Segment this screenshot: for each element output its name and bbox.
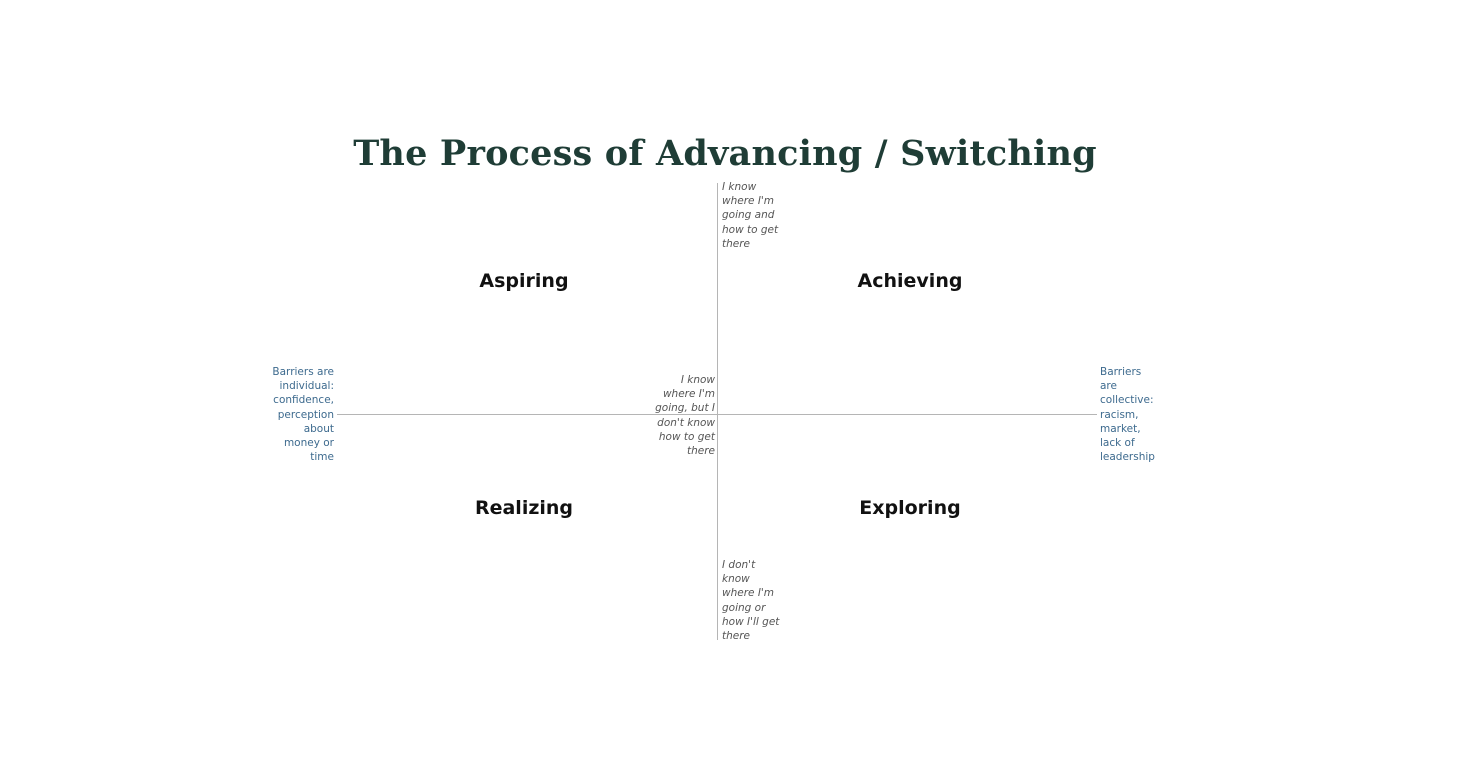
diagram-title: The Process of Advancing / Switching <box>353 133 1097 174</box>
quadrant-label-achieving: Achieving <box>857 270 963 292</box>
vertical-axis <box>717 183 718 640</box>
barrier-note-left: Barriers are individual: confidence, per… <box>272 366 334 464</box>
quadrant-label-realizing: Realizing <box>474 497 574 519</box>
axis-note-top: I know where I'm going and how to get th… <box>722 181 779 250</box>
axis-note-center-left: I know where I'm going, but I don't know… <box>655 374 715 458</box>
horizontal-axis <box>337 414 1097 415</box>
barrier-note-right: Barriers are collective: racism, market,… <box>1100 366 1155 464</box>
quadrant-label-exploring: Exploring <box>859 497 961 519</box>
quadrant-label-aspiring: Aspiring <box>479 270 569 292</box>
axis-note-bottom: I don't know where I'm going or how I'll… <box>722 559 780 643</box>
